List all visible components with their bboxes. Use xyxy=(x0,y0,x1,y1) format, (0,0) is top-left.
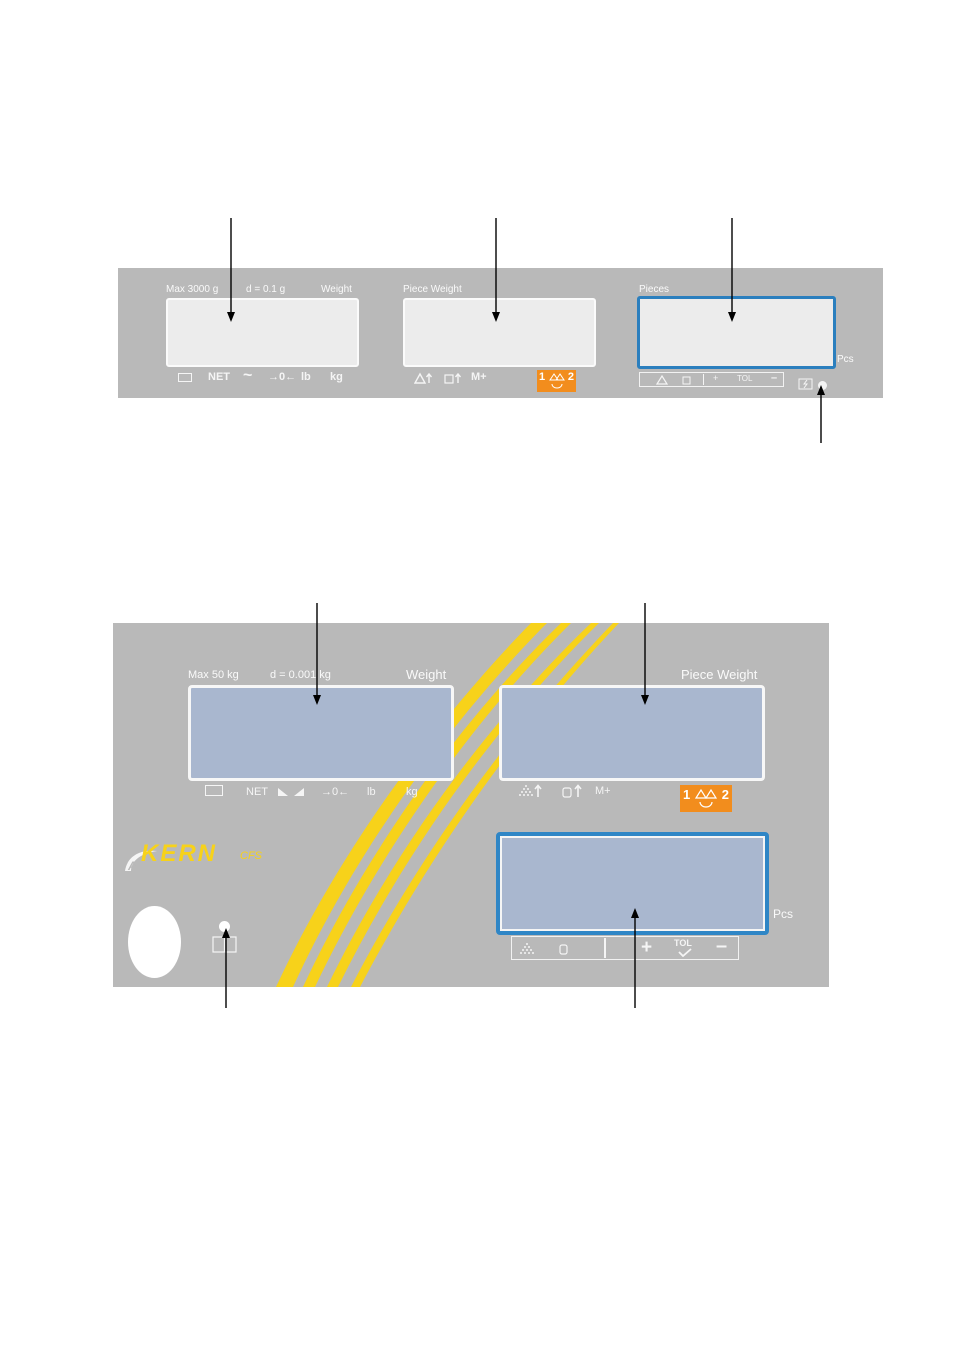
sample-up-icon xyxy=(414,372,433,384)
model-label: CFS xyxy=(240,850,262,862)
minus-indicator: – xyxy=(716,935,728,957)
stable-indicator: ~ xyxy=(243,367,253,384)
weight-label: Weight xyxy=(321,284,352,295)
memory-plus-indicator: M+ xyxy=(595,785,611,797)
scale-1-label: 1 xyxy=(683,787,691,802)
weight-up-icon xyxy=(444,372,462,384)
weight-icon xyxy=(559,944,568,955)
scale-1-label: 1 xyxy=(539,371,546,383)
pointer-arrow-weight-top xyxy=(227,218,235,322)
minus-indicator: – xyxy=(771,372,778,384)
scale-switch-badge: 1 2 xyxy=(680,785,732,812)
weight-icon xyxy=(682,376,691,385)
kg-indicator: kg xyxy=(406,786,418,798)
pointer-arrow-piece-weight-bottom xyxy=(641,603,649,705)
pointer-arrow-led-bottom xyxy=(222,928,230,1008)
charge-led xyxy=(219,921,230,932)
scale-swap-icon xyxy=(549,373,565,389)
zero-indicator: →0← xyxy=(321,786,350,798)
division-label: d = 0.1 g xyxy=(246,284,286,295)
weight-display xyxy=(166,298,359,367)
piece-weight-display xyxy=(403,298,596,367)
net-indicator: NET xyxy=(208,371,230,383)
net-indicator: NET xyxy=(246,786,268,798)
pcs-label: Pcs xyxy=(773,907,794,921)
pieces-label: Pieces xyxy=(639,284,670,295)
power-button[interactable] xyxy=(128,906,181,978)
strip-divider xyxy=(703,374,704,385)
sample-icon xyxy=(520,943,534,954)
pointer-arrow-weight-bottom xyxy=(313,603,321,705)
strip-divider xyxy=(604,938,606,958)
check-icon xyxy=(678,948,692,957)
sample-up-icon xyxy=(519,784,542,797)
decorative-stripes xyxy=(276,623,619,987)
charge-icon xyxy=(798,378,813,390)
weight-display xyxy=(188,685,454,781)
plus-indicator: + xyxy=(641,937,653,958)
tol-indicator: TOL xyxy=(674,938,692,948)
scale-2-label: 2 xyxy=(567,371,574,383)
piece-weight-label: Piece Weight xyxy=(403,284,462,295)
kg-indicator: kg xyxy=(330,371,343,383)
lb-indicator: lb xyxy=(301,371,311,383)
zero-indicator: →0← xyxy=(268,371,297,383)
pointer-arrow-pieces-top xyxy=(728,218,736,322)
pcs-label: Pcs xyxy=(837,354,854,365)
division-label: d = 0.001 kg xyxy=(270,669,331,681)
kern-logo: KERN xyxy=(141,840,218,867)
stable-icon xyxy=(278,788,304,796)
lb-indicator: lb xyxy=(367,786,376,798)
pointer-arrow-pieces-bottom xyxy=(631,908,639,1008)
pieces-display xyxy=(637,296,836,369)
tol-indicator: TOL xyxy=(737,374,753,383)
charge-led xyxy=(818,381,827,390)
scale-switch-badge: 1 2 xyxy=(537,370,576,392)
scale-swap-icon xyxy=(694,788,718,808)
sample-icon xyxy=(656,375,668,385)
weight-up-icon xyxy=(562,784,582,798)
tolerance-strip: + TOL – xyxy=(639,372,784,387)
scale-2-label: 2 xyxy=(721,787,729,802)
plus-indicator: + xyxy=(713,373,719,383)
piece-weight-display xyxy=(499,685,765,781)
display-panel-top: Max 3000 g d = 0.1 g Weight Piece Weight… xyxy=(118,268,883,398)
pointer-arrow-led-top xyxy=(817,385,825,443)
memory-plus-indicator: M+ xyxy=(471,371,487,383)
pointer-arrow-piece-weight-top xyxy=(492,218,500,322)
battery-icon xyxy=(178,373,192,382)
piece-weight-label: Piece Weight xyxy=(681,667,758,682)
tolerance-strip: + TOL – xyxy=(511,935,739,960)
capacity-label: Max 50 kg xyxy=(188,669,239,681)
capacity-label: Max 3000 g xyxy=(166,284,219,295)
svg-text:A: A xyxy=(127,859,137,873)
weight-label: Weight xyxy=(406,667,447,682)
battery-icon xyxy=(205,785,223,796)
kern-logo-mark: A xyxy=(125,850,157,873)
